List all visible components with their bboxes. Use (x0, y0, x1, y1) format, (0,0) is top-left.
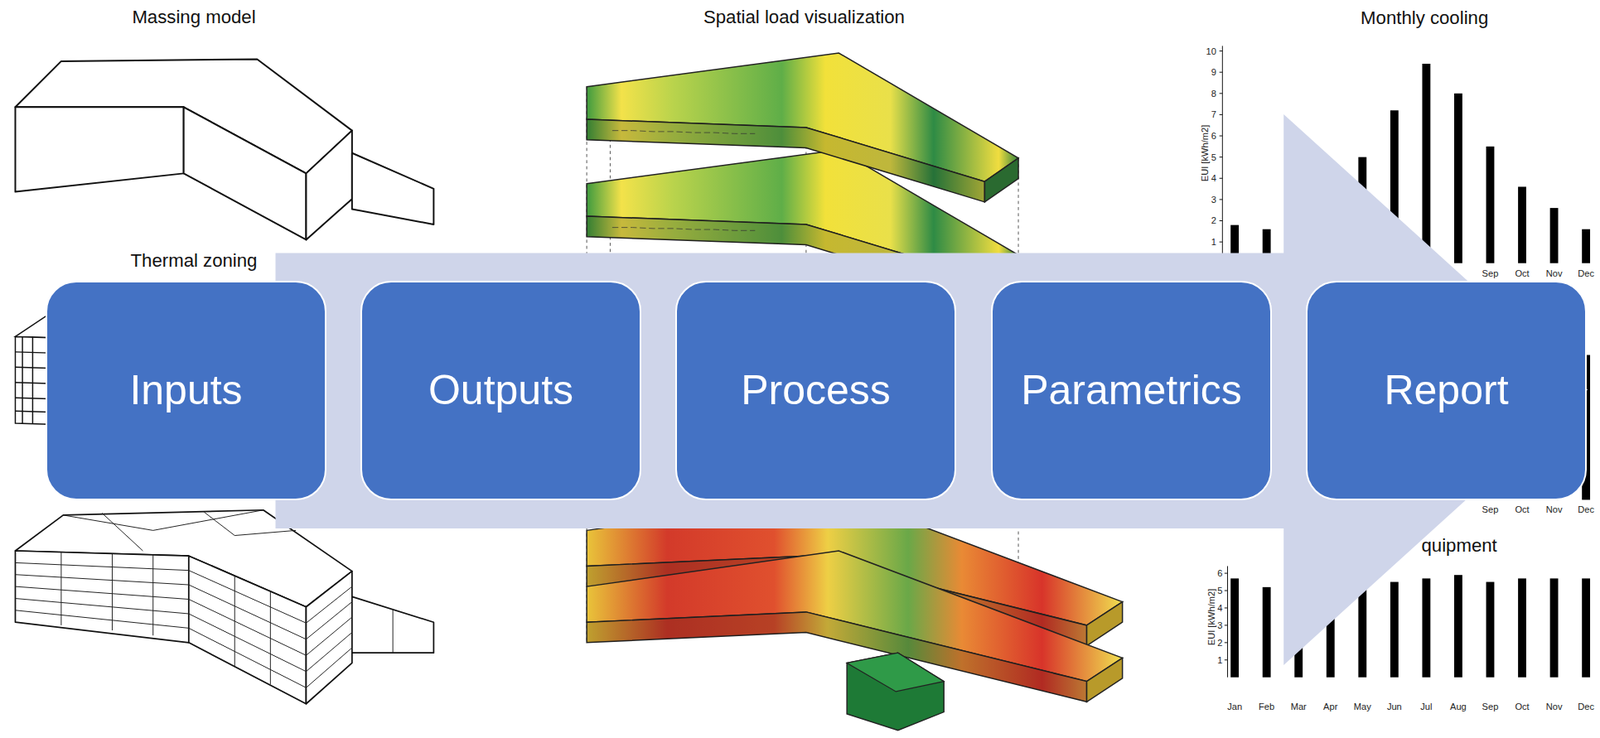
box-label: Parametrics (1020, 367, 1243, 416)
month-label: Nov (1546, 268, 1563, 279)
month-label: Jun (1387, 701, 1402, 712)
tick-label: 1 (1211, 236, 1217, 247)
month-label: Sep (1482, 268, 1499, 279)
box-label: Inputs (129, 367, 242, 416)
tick-label: 4 (1217, 603, 1223, 614)
panel-title: Massing model (131, 7, 256, 28)
chart-title: Monthly cooling (1360, 8, 1489, 29)
month-label: Sep (1482, 701, 1499, 712)
month-label: Feb (1258, 701, 1275, 712)
month-label: Aug (1450, 701, 1467, 712)
process-box: Report (1305, 280, 1587, 501)
month-label: Oct (1514, 268, 1529, 279)
box-label: Process (740, 367, 891, 416)
month-label: Jul (1420, 701, 1432, 712)
tick-label: 7 (1211, 109, 1217, 120)
tick-label: 1 (1217, 655, 1223, 666)
tick-label: 6 (1217, 568, 1223, 579)
month-label: Apr (1323, 701, 1338, 712)
month-label: Dec (1577, 503, 1595, 514)
process-box: Outputs (360, 280, 642, 501)
tick-label: 5 (1211, 152, 1217, 163)
month-label: Mar (1290, 701, 1307, 712)
tick-label: 8 (1211, 88, 1217, 99)
panel-title: Spatial load visualization (703, 7, 905, 28)
tick-label: 10 (1206, 45, 1217, 56)
tick-label: 6 (1211, 130, 1217, 141)
month-label: Jan (1227, 701, 1243, 712)
tick-label: 4 (1211, 173, 1217, 184)
month-label: Dec (1577, 268, 1595, 279)
box-label: Outputs (428, 367, 574, 416)
month-label: Nov (1546, 503, 1563, 514)
panel-title: Thermal zoning (130, 251, 258, 271)
tick-label: 5 (1217, 585, 1223, 596)
process-box: Inputs (45, 280, 327, 501)
month-label: Oct (1514, 701, 1529, 712)
month-label: Dec (1577, 701, 1595, 712)
month-label: Sep (1482, 503, 1499, 514)
month-label: Nov (1546, 701, 1563, 712)
chart-title: quipment (1421, 536, 1497, 556)
axis-title: EUI [kWh/m2] (1199, 125, 1210, 182)
tick-label: 9 (1211, 67, 1217, 78)
axis-title: EUI [kWh/m2] (1206, 589, 1217, 646)
process-box: Parametrics (990, 280, 1272, 501)
tick-label: 2 (1211, 215, 1217, 226)
tick-label: 3 (1211, 194, 1217, 205)
process-box: Process (675, 280, 957, 501)
box-label: Report (1383, 367, 1509, 416)
month-label: May (1353, 701, 1372, 712)
tick-label: 3 (1217, 620, 1223, 631)
tick-label: 2 (1217, 638, 1223, 648)
month-label: Oct (1514, 503, 1529, 514)
